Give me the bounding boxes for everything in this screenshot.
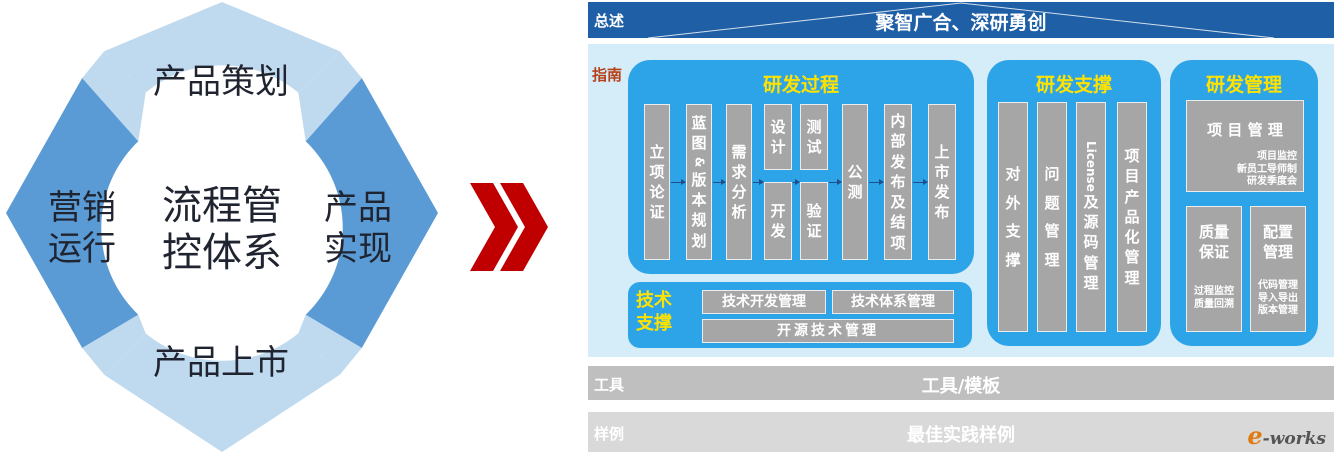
tools-title: 工具/模板 [921, 376, 1001, 397]
step-beta-test: 公测 [842, 104, 868, 260]
overview-title: 聚智广合、深研勇创 [875, 12, 1047, 34]
step-development: 开发 [764, 182, 792, 260]
tech-dev-management: 技术开发管理 [702, 290, 826, 314]
flow-arrow [829, 179, 842, 185]
cycle-label-top: 产品策划 [153, 62, 289, 102]
tech-support-label: 技术 支撑 [636, 290, 672, 334]
support-issue-management: 问题管理 [1037, 102, 1067, 332]
rd-process-title: 研发过程 [762, 74, 839, 96]
ring-fill [82, 51, 362, 375]
cycle-label-right: 产品 实现 [324, 188, 392, 269]
flow-arrow [753, 179, 764, 185]
project-management-box: 项 目 管 理 项目监控 新员工导师制 研发季度会 [1186, 100, 1304, 192]
support-external: 对外支撑 [998, 102, 1028, 332]
samples-label: 样例 [594, 425, 625, 443]
support-productization: 项目产品化管理 [1117, 102, 1147, 332]
config-management-details: 代码管理 导入导出 版本管理 [1258, 280, 1298, 316]
samples-title: 最佳实践样例 [907, 425, 1015, 446]
tools-band: 工具 工具/模板 [588, 366, 1334, 400]
tech-support-panel: 技术 支撑 技术开发管理 技术体系管理 开源技术管理 [628, 282, 972, 348]
cycle-label-bottom: 产品上市 [153, 343, 289, 383]
config-management-title: 配置 管理 [1262, 223, 1293, 261]
project-management-details: 项目监控 新员工导师制 研发季度会 [1237, 151, 1297, 187]
segment-top [104, 2, 340, 93]
step-market-release: 上市发布 [928, 104, 956, 260]
flow-arrow [713, 179, 726, 185]
flow-arrow [793, 179, 800, 185]
flow-arrow [869, 179, 884, 185]
step-internal-release: 内部发布及结项 [884, 104, 912, 260]
flow-arrow [671, 179, 686, 185]
tools-label: 工具 [594, 376, 625, 394]
rd-support-title: 研发支撑 [1035, 74, 1112, 96]
rd-management-panel: 研发管理 项 目 管 理 项目监控 新员工导师制 研发季度会 质量 保证 过程监… [1170, 60, 1318, 346]
open-source-management: 开源技术管理 [702, 319, 954, 343]
segment-left [6, 78, 139, 348]
step-project-initiation: 立项论证 [644, 104, 670, 260]
config-management-box: 配置 管理 代码管理 导入导出 版本管理 [1250, 206, 1306, 332]
quality-assurance-box: 质量 保证 过程监控 质量回溯 [1186, 206, 1242, 332]
step-testing: 测试 [800, 104, 828, 170]
tech-system-management: 技术体系管理 [832, 290, 954, 314]
roof-lines [647, 2, 1275, 38]
samples-band: 样例 最佳实践样例 e-works [588, 412, 1334, 452]
overview-band: 总述 聚智广合、深研勇创 [588, 2, 1334, 38]
overview-label: 总述 [594, 12, 625, 30]
cycle-center-label: 流程管 控体系 [162, 183, 282, 277]
cycle-label-left: 营销 运行 [48, 188, 116, 269]
step-verification: 验证 [800, 182, 828, 260]
quality-assurance-details: 过程监控 质量回溯 [1194, 286, 1234, 310]
eworks-logo: e-works [1247, 421, 1326, 450]
flow-arrow [913, 179, 928, 185]
project-management-title: 项 目 管 理 [1207, 121, 1283, 139]
step-requirements: 需求分析 [726, 104, 752, 260]
segment-bottom [104, 333, 340, 452]
rd-process-panel: 研发过程 立项论证 蓝图&版本规划 需求分析 设计 测试 开发 验证 公测 内部… [628, 60, 974, 274]
quality-assurance-title: 质量 保证 [1198, 223, 1229, 261]
rd-management-title: 研发管理 [1205, 74, 1282, 96]
segment-right [305, 78, 438, 348]
step-blueprint-planning: 蓝图&版本规划 [686, 104, 712, 260]
step-design: 设计 [764, 104, 792, 170]
guide-label: 指南 [592, 66, 623, 84]
